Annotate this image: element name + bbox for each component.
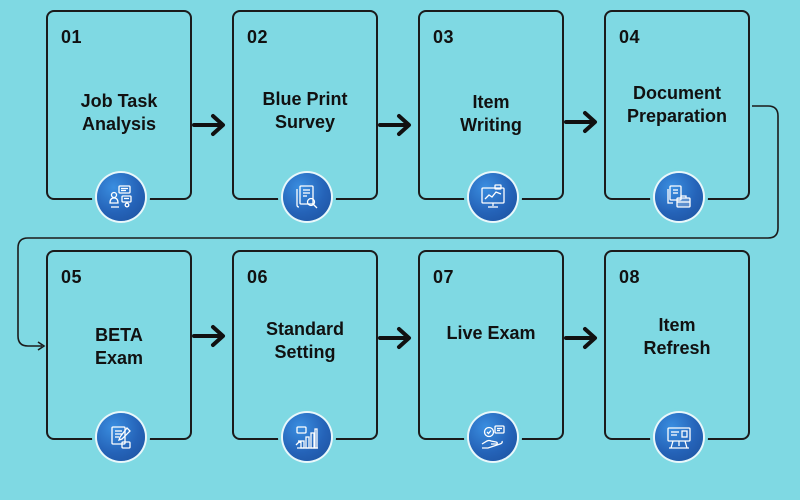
step-badge	[650, 168, 708, 226]
arrow-6-7	[378, 327, 411, 349]
step-number: 08	[619, 267, 641, 287]
step-card-07: 07 Live Exam	[418, 250, 564, 466]
step-badge	[278, 168, 336, 226]
presentation-board-icon	[667, 427, 691, 449]
team-chat-icon	[109, 185, 132, 208]
step-title: Item Writing	[460, 92, 522, 135]
step-number: 02	[247, 27, 269, 47]
step-card-08: 08 Item Refresh	[604, 250, 750, 466]
step-title: Item Refresh	[643, 315, 711, 358]
step-number: 06	[247, 267, 269, 287]
arrow-2-3	[378, 114, 411, 136]
step-card-04: 04 Document Preparation	[604, 10, 750, 226]
step-number: 01	[61, 27, 83, 47]
computer-chart-icon	[481, 184, 505, 208]
step-badge	[650, 408, 708, 466]
step-title: Blue Print Survey	[262, 89, 348, 132]
step-number: 04	[619, 27, 641, 47]
step-number: 05	[61, 267, 83, 287]
document-search-icon	[296, 185, 318, 209]
step-badge	[464, 408, 522, 466]
step-badge	[464, 168, 522, 226]
arrow-3-4	[564, 111, 597, 133]
step-card-06: 06 Standard Setting	[232, 250, 378, 466]
step-title: BETA Exam	[94, 325, 144, 368]
bar-chart-growth-icon	[295, 426, 318, 449]
step-badge	[92, 168, 150, 226]
documents-briefcase-icon	[667, 185, 691, 208]
step-number: 03	[433, 27, 455, 47]
step-title: Job Task Analysis	[80, 91, 158, 134]
step-title: Live Exam	[446, 323, 536, 343]
step-title: Document Preparation	[626, 83, 728, 126]
step-card-01: 01 Job Task Analysis	[46, 10, 192, 226]
step-badge	[92, 408, 150, 466]
arrow-1-2	[192, 114, 225, 136]
step-card-03: 03 Item Writing	[418, 10, 564, 226]
hand-approval-icon	[481, 425, 505, 449]
step-card-05: 05 BETA Exam	[46, 250, 192, 466]
step-number: 07	[433, 267, 455, 287]
arrow-5-6	[192, 325, 225, 347]
row-connector-line	[17, 105, 779, 347]
exam-pencil-icon	[111, 426, 131, 449]
step-title: Standard Setting	[265, 319, 344, 362]
arrow-7-8	[564, 327, 597, 349]
step-badge	[278, 408, 336, 466]
row-connector-arrowhead	[37, 341, 46, 351]
step-card-02: 02 Blue Print Survey	[232, 10, 378, 226]
